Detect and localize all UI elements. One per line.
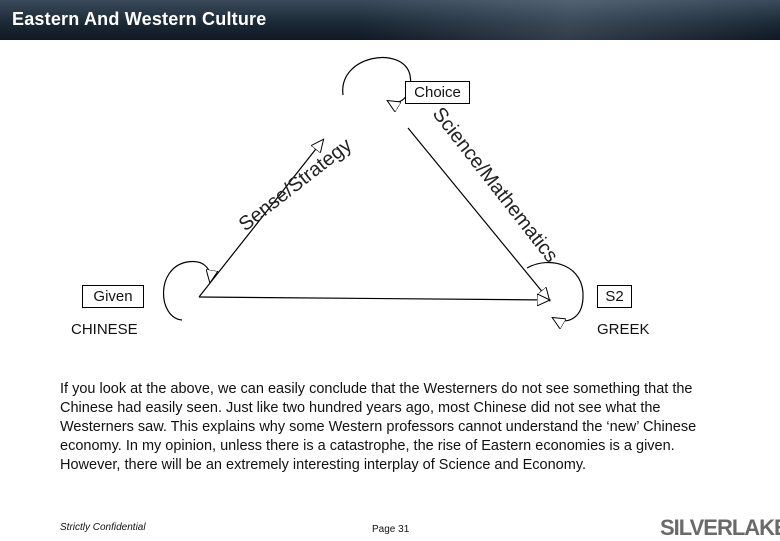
edge-label-left: Sense/Strategy bbox=[234, 134, 357, 236]
body-paragraph: If you look at the above, we can easily … bbox=[60, 381, 697, 473]
sense-strategy-label: Sense/Strategy bbox=[172, 134, 372, 243]
edge-given-to-choice bbox=[198, 140, 323, 298]
loop-right bbox=[526, 261, 584, 320]
silverlake-logo: SILVERLAKE bbox=[660, 515, 780, 540]
s2-box: S2 bbox=[597, 285, 632, 308]
loop-top bbox=[342, 57, 412, 103]
edge-label-right: Science/Mathematics bbox=[427, 103, 563, 267]
edge-given-to-s2 bbox=[198, 297, 549, 300]
title-bar: Eastern And Western Culture bbox=[0, 0, 780, 40]
chinese-label: CHINESE bbox=[71, 321, 138, 338]
given-box: Given bbox=[82, 285, 144, 308]
title-bar-shine bbox=[360, 0, 780, 40]
choice-box: Choice bbox=[405, 81, 470, 104]
page-title: Eastern And Western Culture bbox=[12, 9, 267, 29]
page-number: Page 31 bbox=[372, 524, 410, 535]
science-mathematics-label: Science/Mathematics bbox=[400, 103, 600, 266]
triangle-diagram bbox=[163, 57, 584, 340]
loop-left bbox=[163, 260, 210, 321]
greek-label: GREEK bbox=[597, 321, 650, 338]
edge-choice-to-s2 bbox=[407, 127, 549, 300]
confidentiality-note: Strictly Confidential bbox=[60, 522, 146, 533]
